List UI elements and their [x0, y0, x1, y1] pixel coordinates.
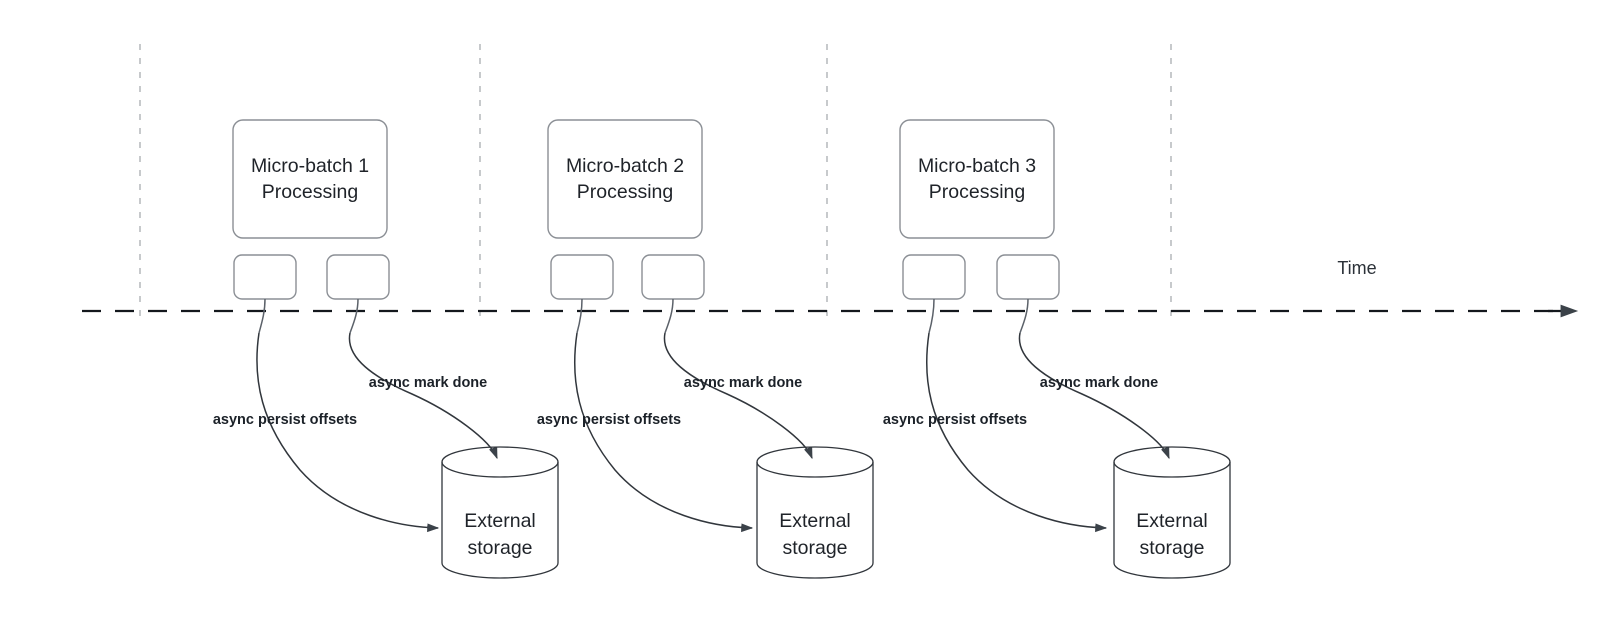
g2-external-storage-label-line2: storage — [782, 537, 847, 559]
g1-external-storage-label-line1: External — [464, 510, 536, 532]
g2-async-persist-offsets-label: async persist offsets — [537, 412, 681, 428]
g3-async-mark-done-arrow — [1018, 332, 1170, 460]
time-axis-label: Time — [1337, 258, 1376, 278]
g1-async-persist-offsets-label: async persist offsets — [213, 412, 357, 428]
g3-persist-offsets-stem — [928, 298, 935, 334]
g3-persist-offsets-task-box[interactable] — [902, 254, 966, 300]
g3-external-storage-label-line1: External — [1136, 510, 1208, 532]
micro-batch-3-box[interactable] — [899, 119, 1055, 239]
micro-batch-3-label-line2: Processing — [929, 181, 1025, 203]
g1-mark-done-stem — [349, 298, 359, 334]
micro-batch-group-3: Micro-batch 3 Processing async persist o… — [883, 119, 1231, 579]
g1-persist-offsets-task-box[interactable] — [233, 254, 297, 300]
g2-cylinder-body — [756, 462, 874, 579]
g3-cylinder-body — [1113, 462, 1231, 579]
micro-batch-1-label-line2: Processing — [262, 181, 358, 203]
g1-async-persist-offsets-arrow — [256, 332, 440, 533]
g3-mark-done-stem — [1019, 298, 1029, 334]
g1-external-storage-cylinder[interactable]: External storage — [441, 446, 559, 579]
g2-async-mark-done-arrow — [663, 332, 813, 460]
g3-async-mark-done-label: async mark done — [1040, 375, 1158, 391]
g3-async-persist-offsets-label: async persist offsets — [883, 412, 1027, 428]
g2-persist-offsets-stem — [576, 298, 583, 334]
g3-external-storage-label-line2: storage — [1139, 537, 1204, 559]
g2-cylinder-top — [756, 446, 874, 478]
micro-batch-group-1: Micro-batch 1 Processing async persist o… — [213, 119, 559, 579]
g1-cylinder-body — [441, 462, 559, 579]
micro-batch-1-box[interactable] — [232, 119, 388, 239]
micro-batch-2-label-line2: Processing — [577, 181, 673, 203]
g2-persist-offsets-task-box[interactable] — [550, 254, 614, 300]
time-axis: Time — [82, 258, 1579, 318]
g2-async-mark-done-label: async mark done — [684, 375, 802, 391]
g1-external-storage-label-line2: storage — [467, 537, 532, 559]
g1-cylinder-top — [441, 446, 559, 478]
g2-mark-done-stem — [664, 298, 674, 334]
micro-batch-2-box[interactable] — [547, 119, 703, 239]
g2-external-storage-cylinder[interactable]: External storage — [756, 446, 874, 579]
g2-async-persist-offsets-arrow — [573, 332, 754, 533]
g2-external-storage-label-line1: External — [779, 510, 851, 532]
micro-batch-3-label-line1: Micro-batch 3 — [918, 155, 1036, 177]
g3-async-persist-offsets-arrow — [925, 332, 1108, 533]
vertical-guides — [139, 44, 1172, 316]
g3-external-storage-cylinder[interactable]: External storage — [1113, 446, 1231, 579]
g1-async-mark-done-label: async mark done — [369, 375, 487, 391]
g3-mark-done-task-box[interactable] — [996, 254, 1060, 300]
g3-cylinder-top — [1113, 446, 1231, 478]
g1-persist-offsets-stem — [258, 298, 266, 334]
g1-async-mark-done-arrow — [348, 332, 498, 460]
micro-batch-1-label-line1: Micro-batch 1 — [251, 155, 369, 177]
micro-batch-group-2: Micro-batch 2 Processing async persist o… — [537, 119, 874, 579]
micro-batch-2-label-line1: Micro-batch 2 — [566, 155, 684, 177]
g2-mark-done-task-box[interactable] — [641, 254, 705, 300]
g1-mark-done-task-box[interactable] — [326, 254, 390, 300]
